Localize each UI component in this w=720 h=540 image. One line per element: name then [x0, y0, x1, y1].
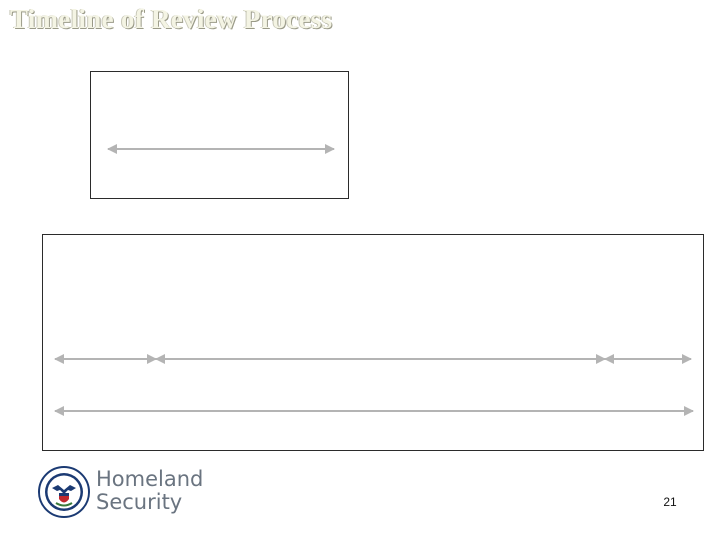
org-name-line2: Security	[96, 490, 183, 514]
org-name-line1: Homeland	[96, 467, 204, 491]
page-number: 21	[663, 495, 677, 509]
upper-timeline-box	[90, 71, 349, 199]
dhs-logo: Homeland Security	[38, 466, 218, 522]
dhs-seal-icon	[38, 466, 90, 518]
slide-title: Timeline of Review Process	[10, 4, 333, 34]
